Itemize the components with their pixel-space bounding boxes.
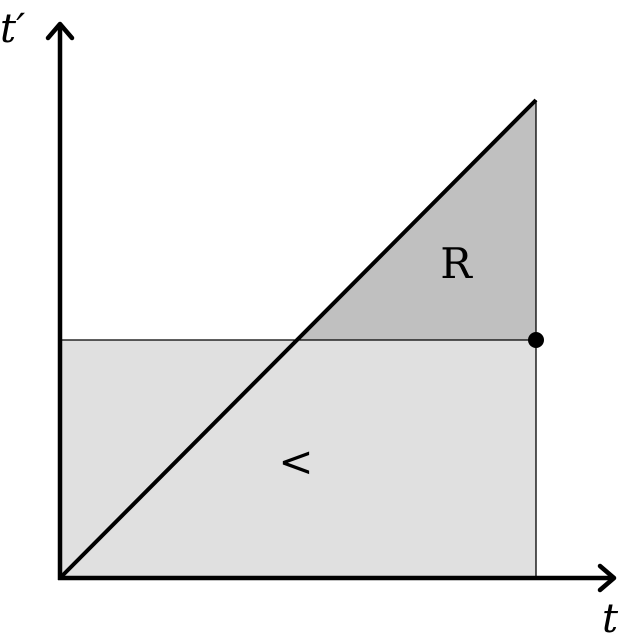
y-axis-arrowhead xyxy=(45,21,75,41)
marked-point xyxy=(528,332,544,348)
lower-region xyxy=(60,340,536,578)
x-axis-label: t xyxy=(602,596,619,637)
y-axis-label: t′ xyxy=(0,6,25,52)
region-r-label: R xyxy=(440,239,473,288)
diagonal-line xyxy=(58,98,538,580)
x-axis-arrowhead xyxy=(597,563,617,593)
region-lower-label: < xyxy=(278,437,313,486)
